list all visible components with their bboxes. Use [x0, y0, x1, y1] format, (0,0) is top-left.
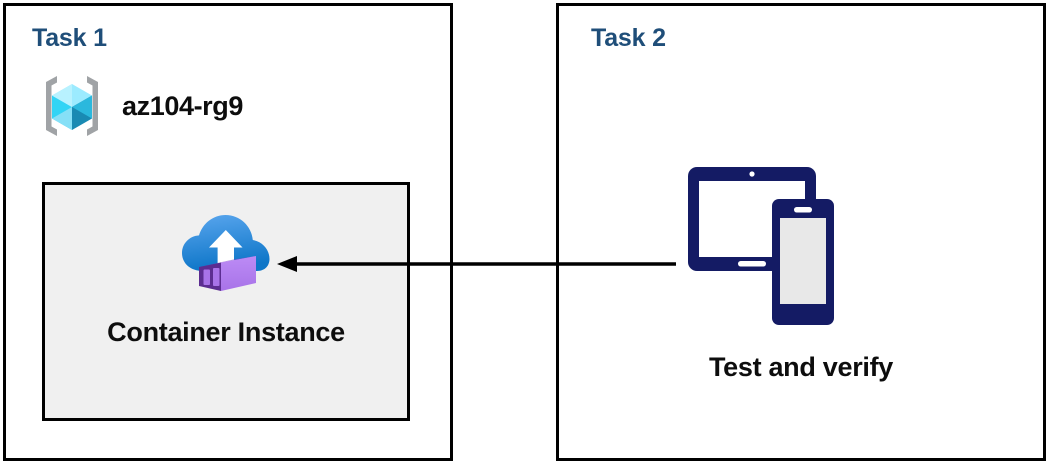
azure-resource-group-icon	[46, 76, 98, 136]
panel-task-1-title: Task 1	[32, 24, 107, 52]
panel-task-1: Task 1 az104-rg9	[3, 3, 453, 461]
devices-tablet-phone-icon	[688, 167, 834, 325]
panel-task-2-title: Task 2	[591, 24, 666, 52]
resource-group-row: az104-rg9	[36, 70, 243, 142]
azure-container-instance-icon	[182, 215, 270, 291]
test-and-verify-label: Test and verify	[708, 352, 894, 382]
container-instance-label: Container Instance	[107, 317, 345, 347]
resource-group-name: az104-rg9	[122, 90, 243, 121]
container-instance-card: Container Instance	[42, 182, 410, 421]
